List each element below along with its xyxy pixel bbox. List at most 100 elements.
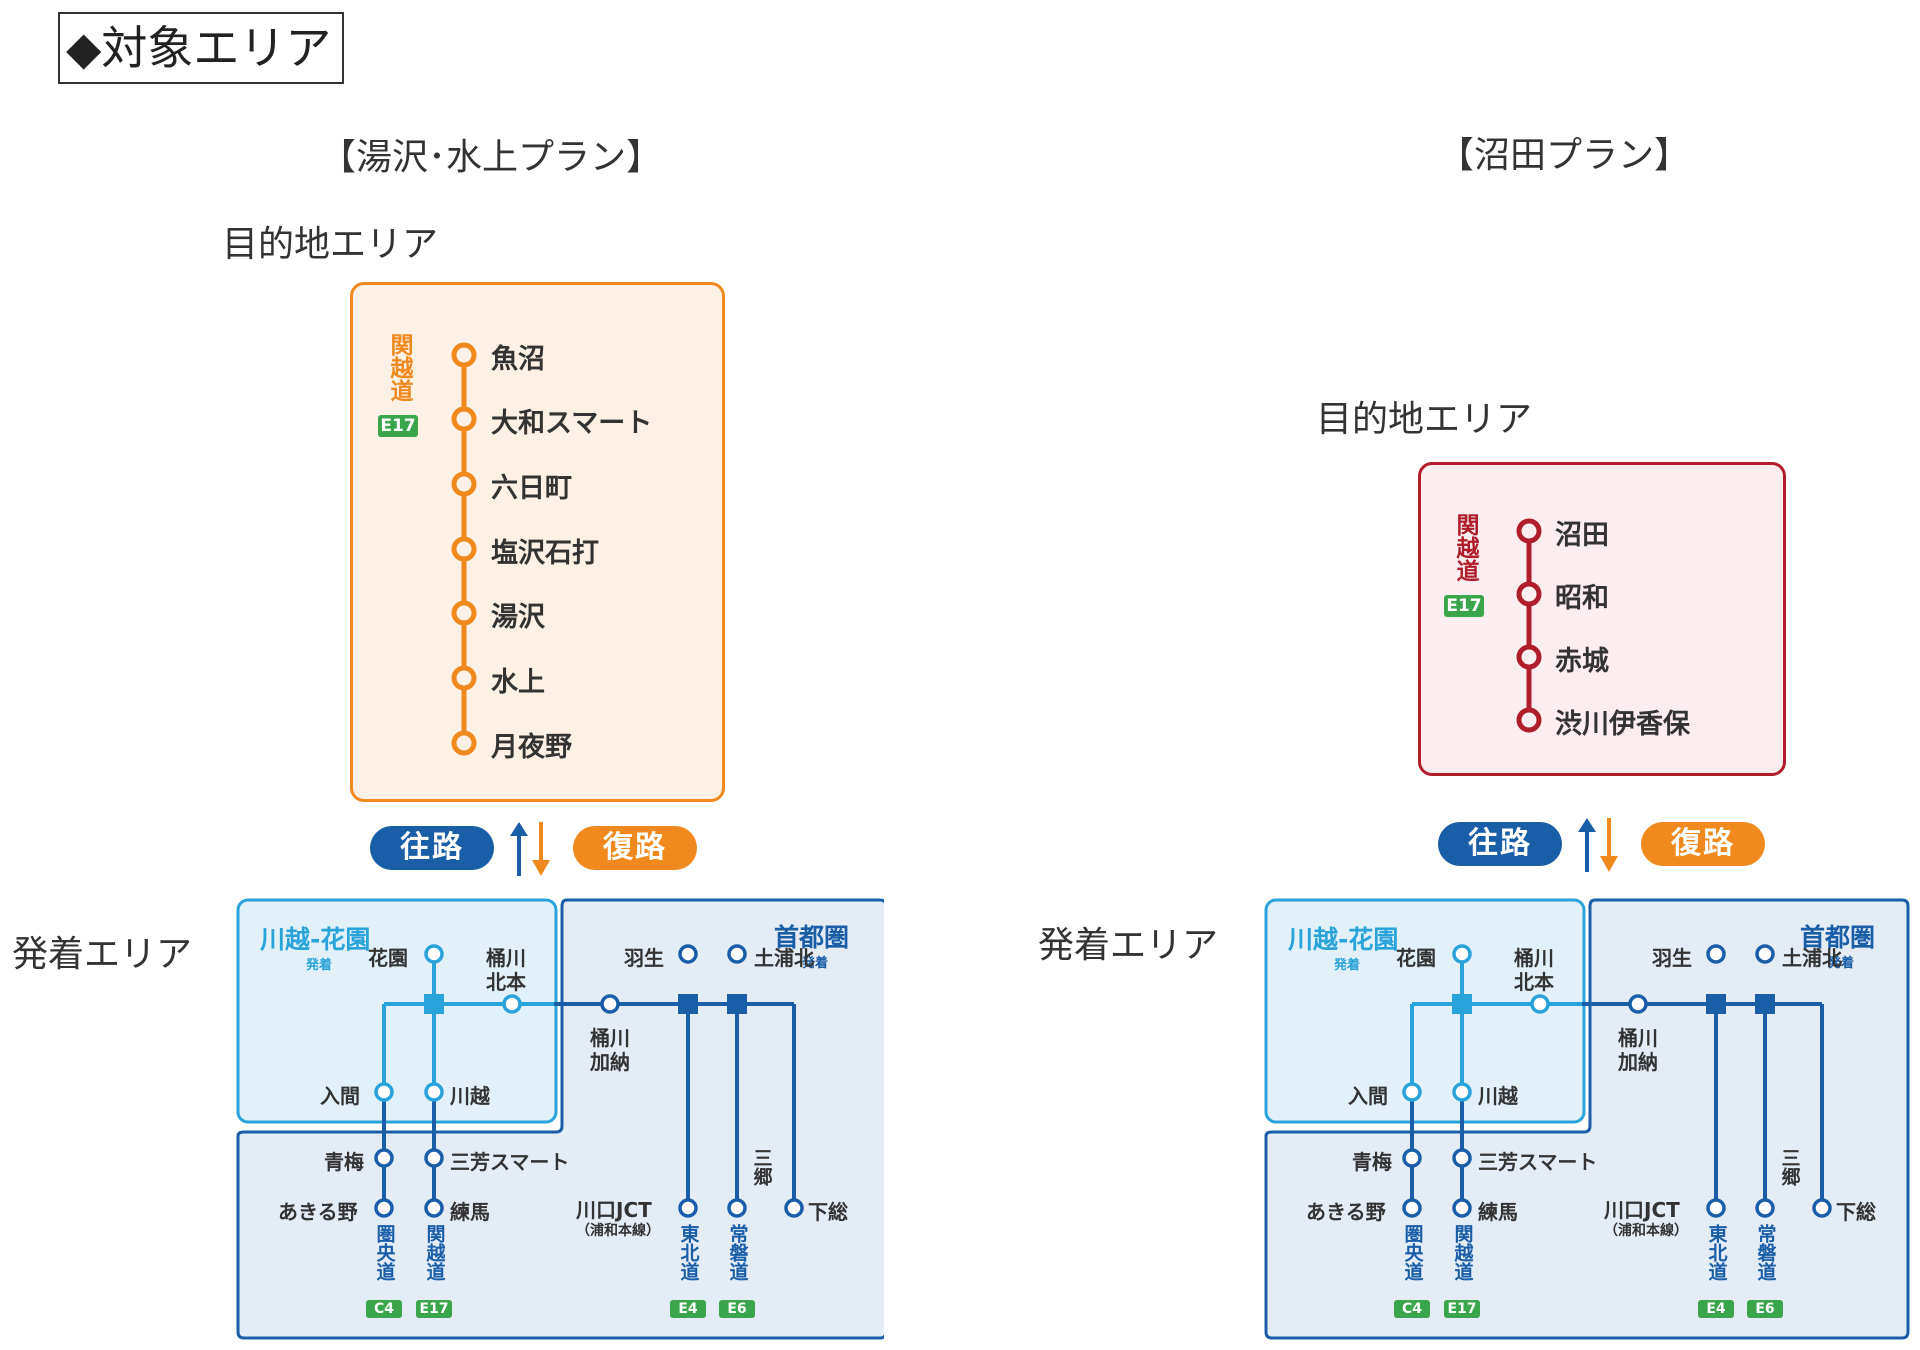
highway-badge-e4: E4 [670,1300,706,1318]
highway-label-joban: 常磐道 [1754,1224,1777,1286]
highway-name: 関越道 [1451,1224,1474,1281]
highway-name: 圏央道 [373,1224,396,1281]
station-akiruno: あきる野 [278,1200,358,1224]
station-okegawa-kitamoto-line2: 北本 [1514,970,1554,994]
station-tsukiyono: 月夜野 [491,732,572,763]
station-okegawa-kano-line2: 加納 [590,1050,630,1074]
station-marker [451,600,477,626]
outbound-pill: 往路 [1438,822,1562,866]
station-okegawa-kano-line1: 桶川 [590,1026,630,1050]
highway-badge-e4: E4 [1698,1300,1734,1318]
route-line-yuzawa [451,342,477,756]
highway-label-ken-o: 圏央道 [1401,1224,1424,1286]
station-kawaguchi-jct: 川口JCT [576,1198,652,1222]
station-hanyu: 羽生 [1652,946,1692,970]
station-marker [451,471,477,497]
station-nerima: 練馬 [1478,1200,1518,1224]
direction-arrows-icon [510,822,550,876]
station-yamato-smart: 大和スマート [491,408,653,439]
region-title-kawagoe-hanazono: 川越-花園 [260,925,371,954]
station-misato-label: 三郷 [750,1148,773,1186]
station-shimofusa: 下総 [808,1200,848,1224]
station-showa: 昭和 [1555,583,1609,614]
return-pill: 復路 [573,826,697,870]
highway-badge-e17: E17 [378,415,418,437]
highway-badge-e6: E6 [719,1300,755,1318]
station-uonuma: 魚沼 [491,344,545,375]
route-line-numata [1516,518,1542,733]
station-marker [451,406,477,432]
highway-badge-e17: E17 [416,1300,452,1318]
station-numata: 沼田 [1555,520,1609,551]
highway-name: 常磐道 [726,1224,749,1281]
direction-arrows-icon [1578,818,1618,872]
station-iruma: 入間 [1348,1084,1388,1108]
highway-name: 東北道 [677,1224,700,1281]
station-okegawa-kano-line2: 加納 [1618,1050,1658,1074]
plan-title-numata: 【沼田プラン】 [1438,135,1691,176]
station-nerima: 練馬 [450,1200,490,1224]
highway-label-kanetsu: 関越道 [385,333,412,409]
highway-badge-e6: E6 [1747,1300,1783,1318]
departure-map-left: 川越-花園 発着 首都圏 発着 花園 桶川 北本 入間 川越 桶川 加納 羽生 … [234,898,884,1340]
station-kawaguchi-jct-sub: （浦和本線） [576,1223,660,1239]
return-pill: 復路 [1641,822,1765,866]
region-sub-kawagoe-hanazono: 発着 [306,958,333,973]
highway-name: 関越道 [386,333,412,402]
region-title-shutoken: 首都圏 [1800,923,1876,952]
station-misato: 三郷 [750,1148,773,1191]
section-title: ◆対象エリア [58,12,344,84]
departure-map-right: 川越-花園 発着 首都圏 発着 花園 桶川 北本 入間 川越 桶川 加納 羽生 … [1262,898,1912,1340]
station-misato-label: 三郷 [1778,1148,1801,1186]
station-muikamachi: 六日町 [491,473,572,504]
destination-area-label: 目的地エリア [222,224,439,265]
highway-name: 関越道 [423,1224,446,1281]
station-okegawa-kitamoto-line2: 北本 [486,970,526,994]
station-kawagoe: 川越 [450,1084,490,1108]
station-marker [451,342,477,368]
station-okegawa-kitamoto-line1: 桶川 [486,946,526,970]
station-okegawa-kitamoto-line1: 桶川 [1514,946,1554,970]
departure-map-graphic [236,898,884,1340]
station-marker [451,665,477,691]
station-shibukawa-ikaho: 渋川伊香保 [1555,709,1690,740]
station-hanazono: 花園 [368,946,408,970]
station-minakami: 水上 [491,667,545,698]
destination-area-label: 目的地エリア [1316,399,1533,440]
station-marker [451,536,477,562]
destination-box-numata: 関越道 E17 沼田 昭和 赤城 渋川伊香保 [1418,462,1786,776]
highway-name: 常磐道 [1754,1224,1777,1281]
station-kawaguchi-jct: 川口JCT [1604,1198,1680,1222]
outbound-pill: 往路 [370,826,494,870]
highway-label-tohoku: 東北道 [677,1224,700,1286]
station-tsuchiura-kita: 土浦北 [754,946,814,970]
station-akagi: 赤城 [1555,646,1609,677]
station-yuzawa: 湯沢 [491,602,545,633]
region-title-kawagoe-hanazono: 川越-花園 [1288,925,1399,954]
region-sub-kawagoe-hanazono: 発着 [1334,958,1361,973]
highway-label-joban: 常磐道 [726,1224,749,1286]
station-kawaguchi-jct-sub: （浦和本線） [1604,1223,1688,1239]
station-ome: 青梅 [324,1150,364,1174]
departure-map-graphic [1264,898,1910,1340]
departure-area-label: 発着エリア [1038,925,1219,966]
highway-label-kanetsu: 関越道 [423,1224,446,1286]
station-miyoshi-smart: 三芳スマート [1478,1150,1598,1174]
station-shiozawa-ishiuchi: 塩沢石打 [491,538,599,569]
highway-label-tohoku: 東北道 [1705,1224,1728,1286]
highway-name: 圏央道 [1401,1224,1424,1281]
station-hanyu: 羽生 [624,946,664,970]
region-sub-shutoken: 発着 [802,956,829,971]
highway-badge-c4: C4 [366,1300,402,1318]
highway-badge-c4: C4 [1394,1300,1430,1318]
station-ome: 青梅 [1352,1150,1392,1174]
highway-label-kanetsu: 関越道 [1451,1224,1474,1286]
station-iruma: 入間 [320,1084,360,1108]
plan-title-yuzawa-minakami: 【湯沢･水上プラン】 [320,137,663,178]
highway-name: 東北道 [1705,1224,1728,1281]
station-miyoshi-smart: 三芳スマート [450,1150,570,1174]
station-tsuchiura-kita: 土浦北 [1782,946,1842,970]
station-shimofusa: 下総 [1836,1200,1876,1224]
region-title-shutoken: 首都圏 [774,923,850,952]
station-akiruno: あきる野 [1306,1200,1386,1224]
